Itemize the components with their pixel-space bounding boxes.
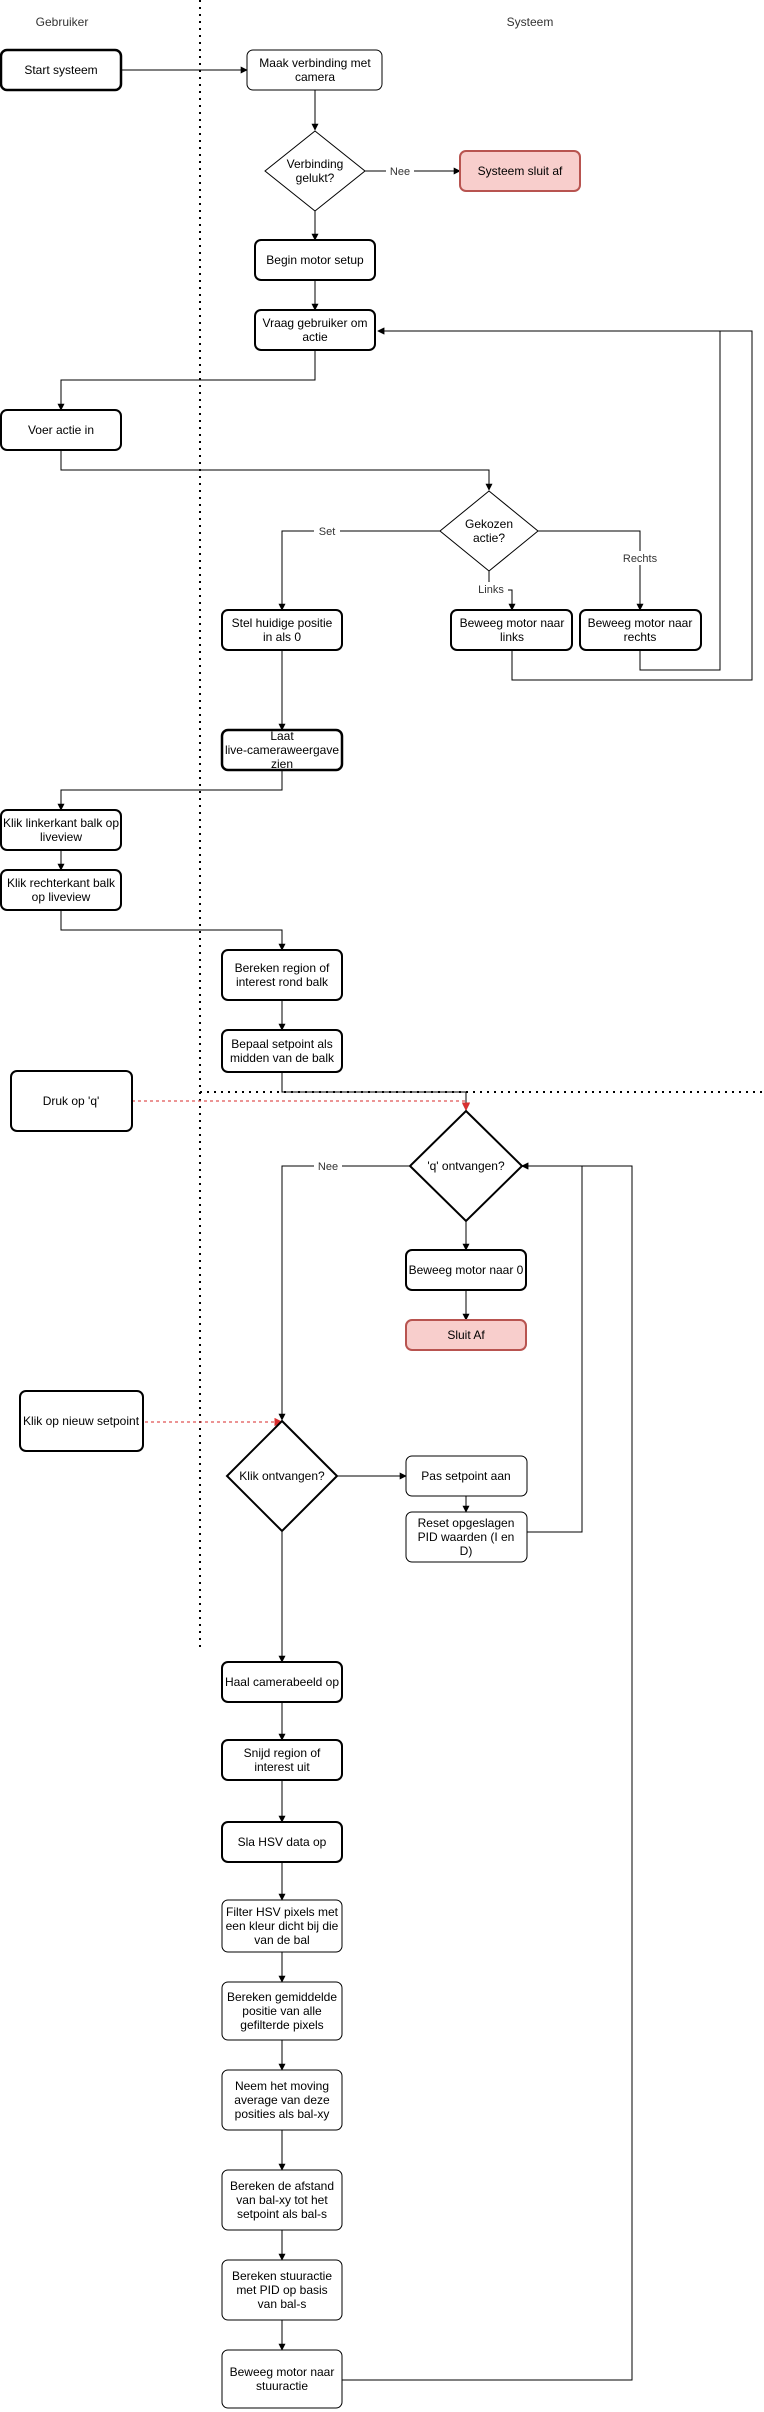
- node-beweeg-naar-0: [405, 1249, 527, 1291]
- edge-left-loop: [377, 327, 753, 681]
- node-druk-op-q: [10, 1070, 133, 1132]
- node-label-get-frame: Haal camerabeeld op: [225, 1675, 339, 1689]
- node-beweeg-stuuractie: [221, 2349, 343, 2409]
- edge-move-loop: [342, 1162, 633, 2381]
- node-vraag-gebruiker: [254, 309, 376, 351]
- edge-clickright-roi: [60, 910, 286, 951]
- node-klik-linkerkant: [0, 809, 122, 851]
- node-label-move-zero: Beweeg motor naar 0: [409, 1263, 524, 1277]
- edge-label-set: Set: [319, 526, 336, 538]
- node-klik-rechterkant: [0, 869, 122, 911]
- node-beweeg-rechts: [579, 609, 702, 651]
- lane-label-gebruiker: Gebruiker: [36, 15, 89, 29]
- node-sla-hsv-op: [221, 1821, 343, 1863]
- node-klik-ontvangen: [225, 1419, 339, 1533]
- edge-live-clickleft: [57, 770, 283, 811]
- node-bepaal-setpoint: [221, 1029, 343, 1073]
- edge-reset-q: [521, 1162, 583, 1533]
- node-label-q-received: 'q' ontvangen?: [427, 1159, 505, 1173]
- node-q-ontvangen: [408, 1109, 524, 1223]
- edge-label-rechts: Rechts: [623, 553, 658, 565]
- node-label-adjust-sp: Pas setpoint aan: [421, 1469, 510, 1483]
- edge-label-nee-connection: Nee: [390, 166, 410, 178]
- node-klik-nieuw-setpoint: [19, 1390, 144, 1452]
- node-maak-verbinding: [246, 49, 383, 91]
- node-label-close: Sluit Af: [447, 1328, 485, 1342]
- node-label-save-hsv: Sla HSV data op: [238, 1835, 327, 1849]
- node-beweeg-links: [450, 609, 573, 651]
- node-label-shutdown: Systeem sluit af: [478, 164, 563, 178]
- node-voer-actie-in: [0, 409, 122, 451]
- node-label-press-q: Druk op 'q': [43, 1094, 100, 1108]
- node-label-click-received: Klik ontvangen?: [239, 1469, 325, 1483]
- node-sluit-af: [405, 1319, 527, 1351]
- node-gekozen-actie: [439, 490, 539, 572]
- node-begin-motor-setup: [254, 239, 376, 281]
- signal-press-q: [132, 1100, 471, 1111]
- node-verbinding-gelukt: [264, 130, 366, 212]
- node-filter-hsv: [221, 1899, 343, 1953]
- edge-label-links: Links: [478, 584, 504, 596]
- node-start-systeem: [0, 48, 123, 92]
- node-gemiddelde-positie: [221, 1981, 343, 2041]
- node-systeem-sluit-af: [459, 150, 581, 192]
- node-label-start: Start systeem: [24, 63, 97, 77]
- edge-setpoint-q: [281, 1072, 470, 1111]
- lane-label-systeem: Systeem: [507, 15, 554, 29]
- edge-chosen-right: [538, 530, 644, 611]
- node-bereken-roi: [221, 949, 343, 1001]
- node-label-motor-setup: Begin motor setup: [266, 253, 364, 267]
- node-label-enter-action: Voer actie in: [28, 423, 94, 437]
- node-afstand-setpoint: [221, 2169, 343, 2231]
- node-haal-camerabeeld: [221, 1661, 343, 1703]
- edge-ask-enter: [57, 350, 316, 411]
- edge-label-nee-q: Nee: [318, 1161, 338, 1173]
- node-live-weergave: [220, 728, 344, 772]
- node-stuuractie-pid: [221, 2259, 343, 2321]
- edge-chosen-set: [278, 530, 440, 611]
- node-reset-pid: [405, 1511, 528, 1563]
- node-snijd-roi: [221, 1739, 343, 1781]
- node-pas-setpoint: [405, 1455, 528, 1497]
- node-moving-average: [221, 2069, 343, 2131]
- edge-enter-chosen: [60, 450, 493, 491]
- edge-q-click: [278, 1165, 411, 1421]
- node-stel-positie-0: [221, 609, 343, 651]
- node-label-click-new-sp: Klik op nieuw setpoint: [23, 1414, 140, 1428]
